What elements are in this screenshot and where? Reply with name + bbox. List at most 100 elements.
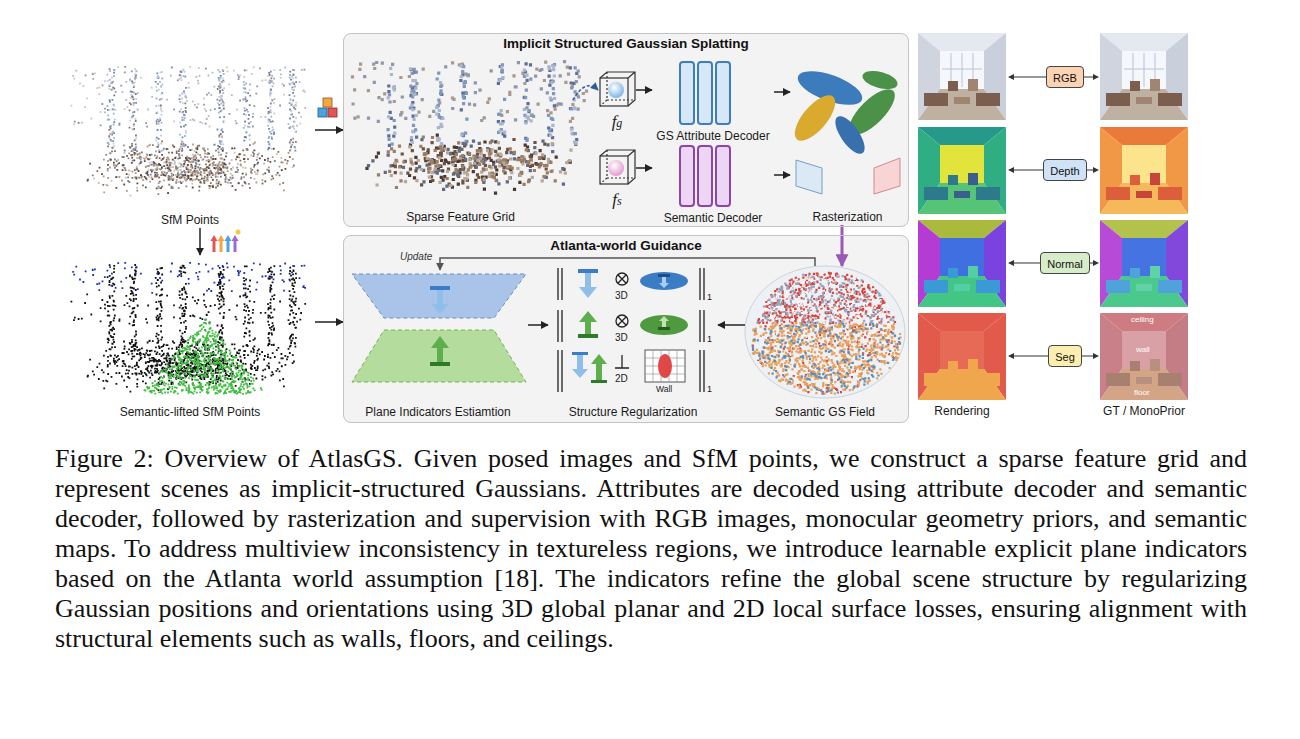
furniture bbox=[924, 187, 948, 200]
connector bbox=[774, 91, 790, 93]
feature-cube bbox=[600, 156, 628, 184]
point-cloud bbox=[387, 62, 578, 147]
loss-symbols bbox=[572, 352, 588, 355]
modality-tag: Depth bbox=[1043, 159, 1086, 181]
module-panel: Atlanta-world GuidancePlane Indicators E… bbox=[343, 235, 909, 423]
tag-label: Depth bbox=[1050, 165, 1079, 177]
room-floor bbox=[1100, 89, 1188, 120]
panel-fill bbox=[343, 33, 909, 423]
node-label: Rasterization bbox=[812, 210, 882, 224]
loss-symbols bbox=[640, 315, 688, 335]
furniture bbox=[968, 266, 978, 278]
node-label: Atlanta-world Guidance bbox=[550, 238, 702, 254]
node-label: 2D bbox=[615, 373, 628, 384]
connector bbox=[315, 321, 343, 323]
image-thumbnail bbox=[918, 313, 1006, 400]
loss-symbols bbox=[645, 350, 685, 382]
mlp-bars bbox=[680, 62, 694, 124]
connector bbox=[573, 86, 598, 100]
room-floor bbox=[918, 276, 1006, 307]
node-label: Semantic-lifted SfM Points bbox=[120, 405, 261, 419]
panel-fill bbox=[343, 235, 909, 423]
loss-symbols bbox=[659, 316, 669, 327]
furniture bbox=[976, 93, 1000, 106]
image-thumbnail bbox=[1100, 127, 1188, 214]
connector bbox=[636, 167, 652, 169]
node-label: 1 bbox=[707, 384, 712, 394]
furniture bbox=[976, 280, 1000, 293]
furniture bbox=[954, 284, 970, 291]
furniture bbox=[968, 359, 978, 371]
furniture bbox=[1136, 191, 1152, 198]
node-label: 3D bbox=[615, 290, 628, 301]
loss-symbols bbox=[616, 315, 628, 327]
loss-symbols bbox=[645, 350, 685, 382]
double-arrow bbox=[1008, 74, 1099, 359]
gaussian-ellipses bbox=[788, 89, 842, 147]
feature-cube bbox=[608, 82, 624, 98]
plane-indicator bbox=[431, 336, 449, 348]
arrows-icon bbox=[220, 240, 223, 252]
room-floor bbox=[918, 89, 1006, 120]
column-label: Rendering bbox=[934, 404, 989, 418]
plane-indicator bbox=[352, 274, 526, 382]
loss-symbols bbox=[558, 310, 704, 342]
double-arrow bbox=[1093, 74, 1099, 80]
feature-cube bbox=[600, 72, 635, 184]
loss-symbols bbox=[658, 327, 670, 330]
point-cloud bbox=[752, 272, 902, 394]
arrows-icon bbox=[211, 235, 218, 241]
panel-fill bbox=[745, 266, 905, 398]
furniture bbox=[1136, 284, 1152, 291]
point-cloud bbox=[71, 60, 903, 395]
mlp-bars bbox=[716, 62, 730, 124]
mlp-bars bbox=[716, 146, 730, 206]
furniture bbox=[976, 373, 1000, 386]
connector bbox=[718, 324, 745, 326]
double-arrow bbox=[1008, 74, 1014, 80]
loss-symbols bbox=[658, 274, 670, 277]
double-arrow bbox=[1093, 353, 1099, 359]
furniture bbox=[954, 97, 970, 104]
point-cloud bbox=[387, 64, 578, 146]
loss-symbols bbox=[596, 364, 602, 380]
loss-symbols bbox=[615, 355, 629, 368]
feature-cube: fg bbox=[598, 70, 636, 132]
semantic-field: Semantic GS Field bbox=[745, 266, 905, 420]
double-arrow bbox=[1008, 260, 1014, 266]
double-arrow bbox=[1012, 77, 1095, 356]
room-floor bbox=[1100, 276, 1188, 307]
point-cloud bbox=[72, 262, 306, 294]
node-label: Plane Indicators Estiamtion bbox=[365, 405, 510, 419]
loss-symbols bbox=[585, 273, 591, 287]
loss-symbols bbox=[558, 268, 704, 392]
tag-label: Normal bbox=[1047, 258, 1082, 270]
furniture bbox=[948, 175, 958, 185]
loss-symbols bbox=[578, 269, 598, 273]
modality-tag: Seg bbox=[1048, 345, 1082, 367]
connector bbox=[199, 228, 201, 255]
plane-indicator bbox=[430, 362, 450, 366]
feature-cube bbox=[600, 72, 635, 106]
arrows-icon bbox=[236, 230, 241, 235]
point-cloud bbox=[72, 67, 306, 127]
feature-cube bbox=[600, 72, 635, 106]
plane-indicator bbox=[437, 290, 443, 304]
room-floor bbox=[1100, 369, 1188, 400]
loss-symbols bbox=[591, 354, 607, 364]
loss-symbols bbox=[659, 277, 669, 288]
feature-cube bbox=[608, 160, 624, 176]
arrows-icon bbox=[211, 230, 241, 253]
furniture bbox=[1158, 280, 1182, 293]
arrows-icon bbox=[218, 235, 225, 241]
furniture bbox=[1136, 377, 1152, 384]
double-arrow bbox=[1008, 74, 1099, 359]
furniture bbox=[1136, 97, 1152, 104]
furniture bbox=[1106, 280, 1130, 293]
loss-block: 3D13D12DWall1Structure Regularization bbox=[548, 262, 718, 420]
node-label: 3D bbox=[615, 332, 628, 343]
furniture bbox=[1106, 187, 1130, 200]
plane-indicator bbox=[430, 286, 450, 290]
node-label: 1 bbox=[707, 292, 712, 302]
feature-cube bbox=[600, 72, 635, 184]
